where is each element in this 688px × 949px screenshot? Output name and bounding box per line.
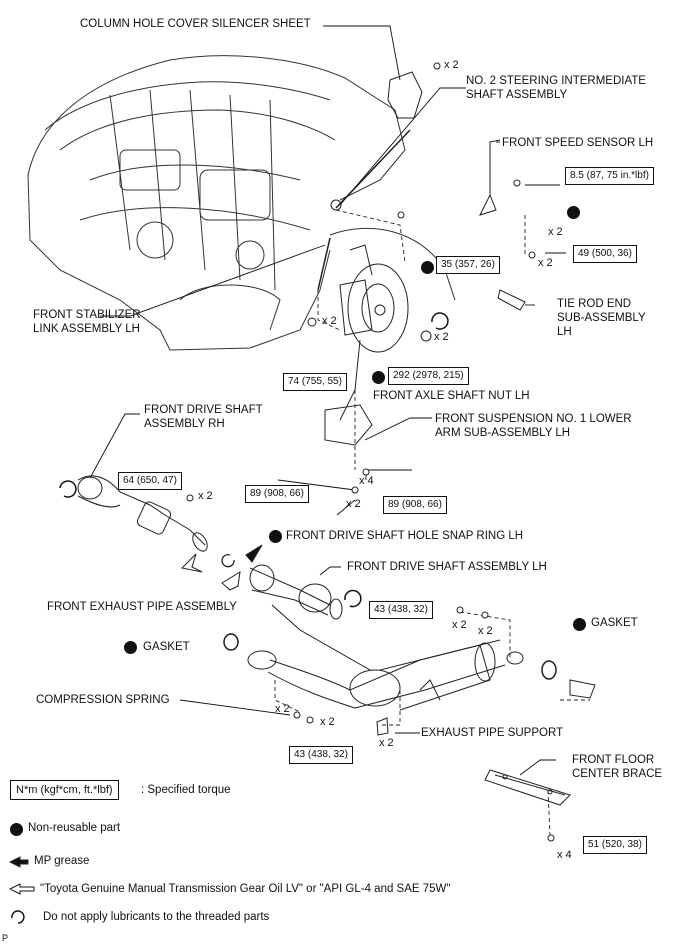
torque-stabilizer: 74 (755, 55) bbox=[283, 373, 347, 391]
label-steering-shaft-line2: SHAFT ASSEMBLY bbox=[466, 89, 568, 101]
floor-brace-drawing bbox=[484, 769, 571, 806]
label-gasket-right: GASKET bbox=[591, 617, 638, 629]
torque-drive-rh: 64 (650, 47) bbox=[118, 472, 182, 490]
drive-shaft-lh bbox=[249, 564, 343, 620]
qty-lower-arm-bolt: x 2 bbox=[346, 498, 361, 510]
qty-silencer: x 2 bbox=[444, 59, 459, 71]
legend-non-reusable: Non-reusable part bbox=[28, 822, 121, 834]
label-floor-brace-line1: FRONT FLOOR bbox=[572, 754, 655, 766]
label-tie-rod-line3: LH bbox=[557, 326, 572, 338]
torque-lower-arm-left: 89 (908, 66) bbox=[245, 485, 309, 503]
label-steering-shaft-line1: NO. 2 STEERING INTERMEDIATE bbox=[466, 75, 646, 87]
torque-lower-arm-right: 89 (908, 66) bbox=[383, 496, 447, 514]
label-tie-rod-line1: TIE ROD END bbox=[557, 298, 632, 310]
torque-steering: 35 (357, 26) bbox=[436, 256, 500, 274]
non-reusable-dot-speed-sensor bbox=[567, 206, 580, 219]
non-reusable-dot-snap-ring bbox=[269, 530, 282, 543]
label-drive-shaft-rh-line1: FRONT DRIVE SHAFT bbox=[144, 404, 263, 416]
drive-shaft-rh bbox=[77, 475, 208, 552]
qty-spring-bolt: x 2 bbox=[320, 716, 335, 728]
tie-rod-end bbox=[497, 289, 526, 311]
gasket-right bbox=[541, 660, 557, 680]
no-lube-markers bbox=[59, 312, 449, 608]
exhaust-tail-flange bbox=[569, 679, 596, 699]
legend-non-reusable-icon bbox=[10, 823, 23, 836]
non-reusable-dot-axle-nut bbox=[372, 371, 385, 384]
torque-exhaust-lower: 43 (438, 32) bbox=[289, 746, 353, 764]
qty-support: x 2 bbox=[379, 737, 394, 749]
speed-sensor bbox=[479, 193, 497, 216]
grease-arrows bbox=[180, 544, 263, 591]
torque-exhaust-upper: 43 (438, 32) bbox=[369, 601, 433, 619]
torque-speed-sensor: 8.5 (87, 75 in.*lbf) bbox=[565, 167, 654, 185]
label-floor-brace-line2: CENTER BRACE bbox=[572, 768, 663, 780]
legend-no-lube: Do not apply lubricants to the threaded … bbox=[43, 911, 270, 923]
exhaust-support-part bbox=[376, 717, 389, 736]
non-reusable-dot-steering bbox=[421, 261, 434, 274]
qty-exhaust-nut: x 2 bbox=[478, 625, 493, 637]
qty-spring-nut: x 2 bbox=[275, 703, 290, 715]
brake-assembly bbox=[339, 244, 409, 421]
label-snap-ring: FRONT DRIVE SHAFT HOLE SNAP RING LH bbox=[286, 530, 524, 542]
qty-speed-sensor-bolt: x 2 bbox=[548, 226, 563, 238]
stabilizer-link bbox=[317, 237, 331, 291]
label-gasket-left: GASKET bbox=[143, 641, 190, 653]
dashed-lines bbox=[274, 209, 590, 836]
silencer-sheet bbox=[387, 71, 423, 119]
qty-lower-arm-nut: x 4 bbox=[359, 475, 374, 487]
gear-oil-legend-icon bbox=[8, 883, 35, 895]
label-compression-spring: COMPRESSION SPRING bbox=[36, 694, 170, 706]
non-reusable-dot-gasket-left bbox=[124, 641, 137, 654]
non-reusable-dot-gasket-right bbox=[573, 618, 586, 631]
torque-axle-nut: 292 (2978, 215) bbox=[388, 367, 469, 385]
label-lower-arm-line1: FRONT SUSPENSION NO. 1 LOWER bbox=[435, 413, 632, 425]
lower-arm bbox=[324, 404, 373, 446]
fasteners bbox=[186, 62, 555, 842]
legend-torque-box: N*m (kgf*cm, ft.*lbf) bbox=[10, 780, 119, 800]
label-axle-nut: FRONT AXLE SHAFT NUT LH bbox=[373, 390, 530, 402]
qty-axle-nut: x 2 bbox=[434, 331, 449, 343]
qty-exhaust-bolt: x 2 bbox=[452, 619, 467, 631]
label-column-hole-cover: COLUMN HOLE COVER SILENCER SHEET bbox=[80, 18, 311, 30]
label-exhaust-support: EXHAUST PIPE SUPPORT bbox=[421, 727, 564, 739]
qty-drive-rh: x 2 bbox=[198, 490, 213, 502]
label-drive-shaft-rh-line2: ASSEMBLY RH bbox=[144, 418, 225, 430]
label-exhaust-pipe: FRONT EXHAUST PIPE ASSEMBLY bbox=[47, 601, 237, 613]
legend-gear-oil: "Toyota Genuine Manual Transmission Gear… bbox=[40, 883, 451, 895]
label-stabilizer-line2: LINK ASSEMBLY LH bbox=[33, 323, 140, 335]
exhaust-pipe-drawing bbox=[247, 639, 524, 711]
label-lower-arm-line2: ARM SUB-ASSEMBLY LH bbox=[435, 427, 571, 439]
legend-mp-grease: MP grease bbox=[34, 855, 90, 867]
snap-ring-part bbox=[221, 554, 235, 568]
gasket-left bbox=[223, 633, 239, 651]
grease-legend-icon bbox=[8, 856, 29, 868]
corner-mark: P bbox=[2, 933, 9, 943]
qty-brace: x 4 bbox=[557, 849, 572, 861]
no-lube-legend-icon bbox=[11, 910, 25, 924]
label-stabilizer-line1: FRONT STABILIZER bbox=[33, 309, 141, 321]
label-speed-sensor: FRONT SPEED SENSOR LH bbox=[502, 137, 654, 149]
torque-tie-rod: 49 (500, 36) bbox=[573, 245, 637, 263]
torque-floor-brace: 51 (520, 38) bbox=[583, 836, 647, 854]
label-drive-shaft-lh: FRONT DRIVE SHAFT ASSEMBLY LH bbox=[347, 561, 547, 573]
qty-tie-rod-nut: x 2 bbox=[538, 257, 553, 269]
qty-stabilizer: x 2 bbox=[322, 315, 337, 327]
legend-torque-desc: : Specified torque bbox=[141, 784, 231, 796]
label-tie-rod-line2: SUB-ASSEMBLY bbox=[557, 312, 646, 324]
engine-compartment-drawing bbox=[27, 55, 406, 351]
